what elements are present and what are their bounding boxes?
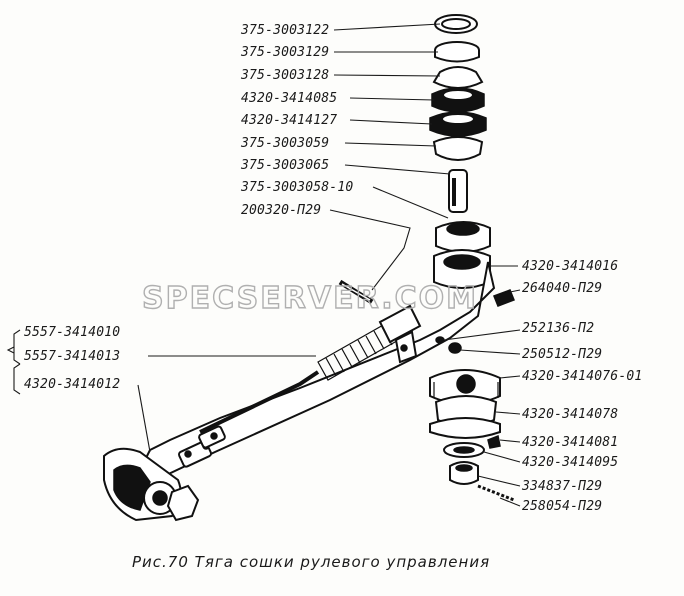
label-4320-3414076-01: 4320-3414076-01 [522,369,642,384]
label-4320-3414078: 4320-3414078 [522,407,618,422]
label-375-3003065: 375-3003065 [240,158,329,173]
label-334837-p29: 334837-П29 [521,479,602,494]
rod-body [138,261,496,480]
label-4320-3414016: 4320-3414016 [522,259,618,274]
label-4320-3414081: 4320-3414081 [522,435,618,450]
watermark: SPECSERVER.COM [142,281,478,316]
label-4320-3414012: 4320-3414012 [24,377,120,392]
leader-lines [6,23,521,507]
label-375-3003129: 375-3003129 [240,45,329,60]
part-number-labels: 375-3003122 375-3003129 375-3003128 4320… [24,23,642,514]
label-375-3003122: 375-3003122 [240,23,329,38]
label-200320-p29: 200320-П29 [241,203,321,218]
lower-end-joint [103,425,226,522]
label-375-3003128: 375-3003128 [240,68,329,83]
label-4320-3414085: 4320-3414085 [241,91,337,106]
label-375-3003058-10: 375-3003058-10 [240,180,353,195]
label-258054-p29: 258054-П29 [522,499,602,514]
figure-caption: Рис.70 Тяга сошки рулевого управления [132,553,490,571]
label-375-3003059: 375-3003059 [240,136,329,151]
label-5557-3414013: 5557-3414013 [24,349,120,364]
label-264040-p29: 264040-П29 [522,281,602,296]
label-252136-p2: 252136-П2 [522,321,594,336]
label-5557-3414010: 5557-3414010 [24,325,120,340]
label-4320-3414127: 4320-3414127 [241,113,337,128]
loose-parts [338,279,515,502]
label-250512-p29: 250512-П29 [522,347,602,362]
upper-joint-stack [429,14,491,289]
label-4320-3414095: 4320-3414095 [522,455,618,470]
